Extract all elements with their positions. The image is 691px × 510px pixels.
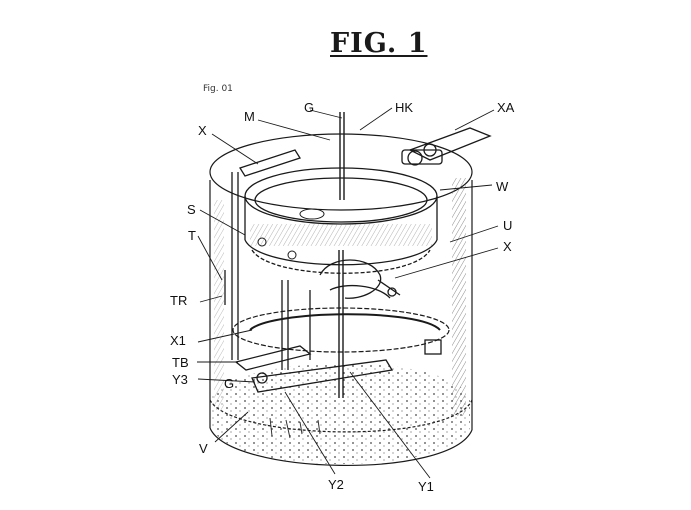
leader-lines xyxy=(197,107,499,479)
drum-hole xyxy=(257,237,267,247)
label-m: M xyxy=(244,109,255,124)
label-x1: X1 xyxy=(170,333,186,348)
label-y1: Y1 xyxy=(418,479,434,494)
label-u: U xyxy=(503,218,513,233)
label-hk: HK xyxy=(395,100,414,115)
central-mechanism xyxy=(281,259,401,370)
wall-hatching-left xyxy=(214,200,224,410)
base-plates xyxy=(234,339,442,393)
drum-band xyxy=(250,224,432,246)
label-xa: XA xyxy=(497,100,515,115)
label-v: V xyxy=(199,441,208,456)
figure-title: FIG. 1 xyxy=(330,28,428,59)
figure-subtitle: Fig. 01 xyxy=(203,84,233,94)
central-shaft xyxy=(338,112,345,398)
label-x-right: X xyxy=(503,239,512,254)
label-w: W xyxy=(496,179,509,194)
inner-drum xyxy=(244,167,438,274)
drum-hole xyxy=(287,250,297,260)
label-g-low: G xyxy=(224,376,235,391)
x-arm xyxy=(239,149,301,177)
wall-hatching xyxy=(452,178,466,416)
label-x-left: X xyxy=(198,123,207,138)
drum-center-hub xyxy=(299,208,325,220)
label-s: S xyxy=(187,202,196,217)
label-g-top: G xyxy=(304,100,315,115)
lower-plate xyxy=(232,307,450,353)
label-t: T xyxy=(188,228,196,243)
label-y2: Y2 xyxy=(328,477,344,492)
label-tr: TR xyxy=(170,293,188,308)
xa-valve-assembly xyxy=(401,127,492,166)
label-tb: TB xyxy=(172,355,189,370)
left-rods xyxy=(224,172,239,360)
bottom-marks xyxy=(269,417,321,439)
label-y3: Y3 xyxy=(172,372,188,387)
